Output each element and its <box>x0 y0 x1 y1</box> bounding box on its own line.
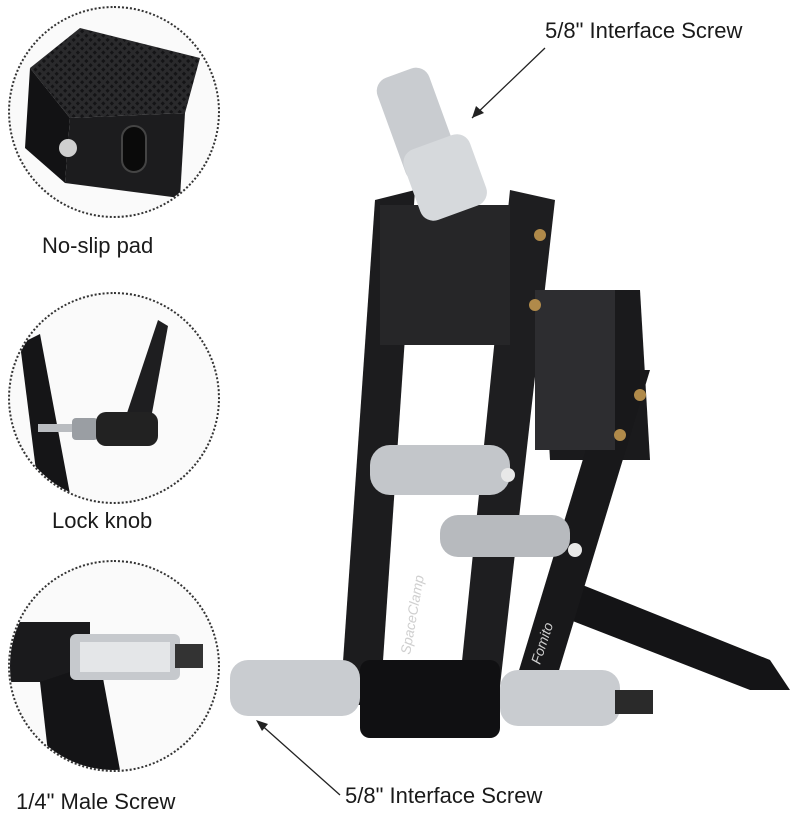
lock-knob-image <box>20 320 168 502</box>
no-slip-pad-detail <box>8 6 220 218</box>
male-screw-detail <box>8 560 220 772</box>
super-clamp-product-image: SpaceClamp Fomito <box>210 40 800 780</box>
no-slip-pad-label: No-slip pad <box>42 233 154 258</box>
top-interface-leader <box>471 47 546 119</box>
no-slip-pad-image <box>25 28 200 198</box>
bottom-interface-leader <box>257 721 341 796</box>
lock-knob-detail <box>8 292 220 504</box>
top-interface-label: 5/8" Interface Screw <box>545 18 743 43</box>
male-screw-image <box>10 622 203 770</box>
male-screw-label: 1/4" Male Screw <box>16 789 176 814</box>
bottom-interface-label: 5/8" Interface Screw <box>345 783 543 808</box>
lock-knob-label: Lock knob <box>52 508 153 533</box>
